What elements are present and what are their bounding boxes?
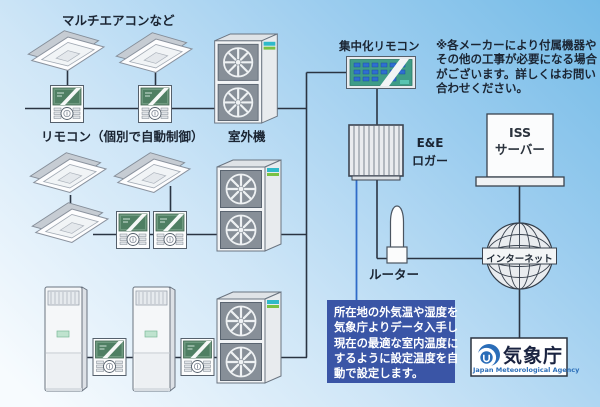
note-line: その他の工事が必要になる場合 [436,52,597,67]
outdoor-unit-label: 室外機 [228,129,266,144]
ee-logger-label-line1: E&E [416,136,444,150]
auto-setting-callout: 所在地の外気温や湿度を 気象庁よりデータ入手し 現在の最適な室内温度に するよう… [327,300,459,383]
ceiling-cassette-5 [31,202,109,243]
ceiling-cassette-4 [113,152,191,193]
remote-individual-label: リモコン（個別で自動制御） [41,129,204,144]
ceiling-cassette-1 [27,30,105,71]
floor-unit-1 [44,286,88,392]
callout-line: 動で設定します。 [334,367,424,381]
note-line: 合わせください。 [436,81,528,96]
outdoor-unit-3 [217,292,281,383]
note-line: がございます。詳しくはお問い [436,66,596,81]
iss-server-label-line1: ISS [508,125,532,140]
ee-logger-device [348,124,404,181]
router-device [386,205,408,264]
router-label: ルーター [369,267,420,282]
remote-control-2 [138,85,172,123]
remote-control-3 [116,211,150,249]
remote-control-4 [153,211,187,249]
central-remote-label: 集中化リモコン [339,39,420,53]
callout-line: 現在の最適な室内温度に [334,336,459,350]
jma-name-en: Japan Meteorological Agency [473,366,580,374]
note-line: ※各メーカーにより付属機器や [436,38,597,52]
internet-label: インターネット [486,254,553,265]
manufacturer-note: ※各メーカーにより付属機器や その他の工事が必要になる場合 がございます。詳しく… [436,38,597,96]
ee-logger-label: E&E ロガー [407,134,453,170]
outdoor-unit-2 [217,160,281,251]
remote-control-5 [92,338,127,376]
central-remote-device [346,56,416,89]
ee-logger-label-line2: ロガー [411,154,448,168]
iss-server-label-line2: サーバー [495,142,545,157]
floor-unit-2 [132,286,176,392]
callout-line: 気象庁よりデータ入手し [334,321,459,335]
jma-name-jp: 気象庁 [503,345,564,367]
jma-logo-icon [476,344,500,368]
multi-aircon-label: マルチエアコンなど [62,13,175,28]
internet-globe-icon [482,222,557,290]
ceiling-cassette-3 [29,152,107,193]
iss-server-device [475,113,565,187]
remote-control-1 [50,85,84,123]
callout-line: 所在地の外気温や湿度を [334,306,459,319]
remote-control-6 [180,338,215,376]
outdoor-unit-1 [215,34,278,123]
ceiling-cassette-2 [115,32,193,73]
iss-server-label: ISS サーバー [487,124,553,158]
callout-line: するように設定温度を自 [334,351,459,365]
